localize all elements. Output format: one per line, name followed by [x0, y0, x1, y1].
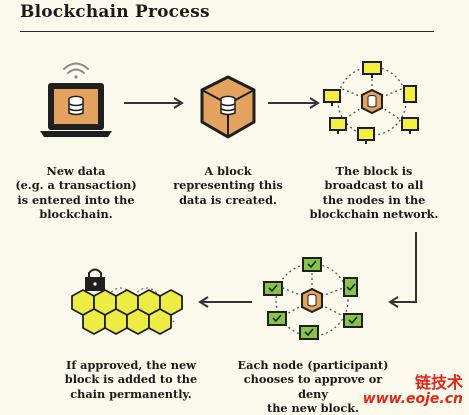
lock-icon: [85, 268, 105, 291]
approve-node-monitors: [263, 257, 363, 340]
caption-step-3: The block is broadcast to all the nodes …: [309, 164, 439, 221]
title-divider: [20, 31, 434, 32]
caption-step-1: New data (e.g. a transaction) is entered…: [15, 164, 137, 221]
watermark-line-2: www.eoje.cn: [362, 391, 463, 407]
database-icon: [68, 95, 84, 116]
caption-step-4: Each node (participant) chooses to appro…: [237, 358, 389, 415]
caption-step-2: A block representing this data is create…: [173, 164, 283, 207]
watermark: 链技术 www.eoje.cn: [362, 373, 463, 408]
checkmark-icons: [268, 260, 358, 337]
wifi-signal-icon: [63, 62, 89, 79]
page-title: Blockchain Process: [20, 2, 210, 22]
network-node-monitors: [323, 61, 419, 144]
watermark-line-1: 链技术: [414, 373, 463, 392]
caption-step-5: If approved, the new block is added to t…: [64, 358, 198, 401]
database-icon: [220, 95, 236, 116]
